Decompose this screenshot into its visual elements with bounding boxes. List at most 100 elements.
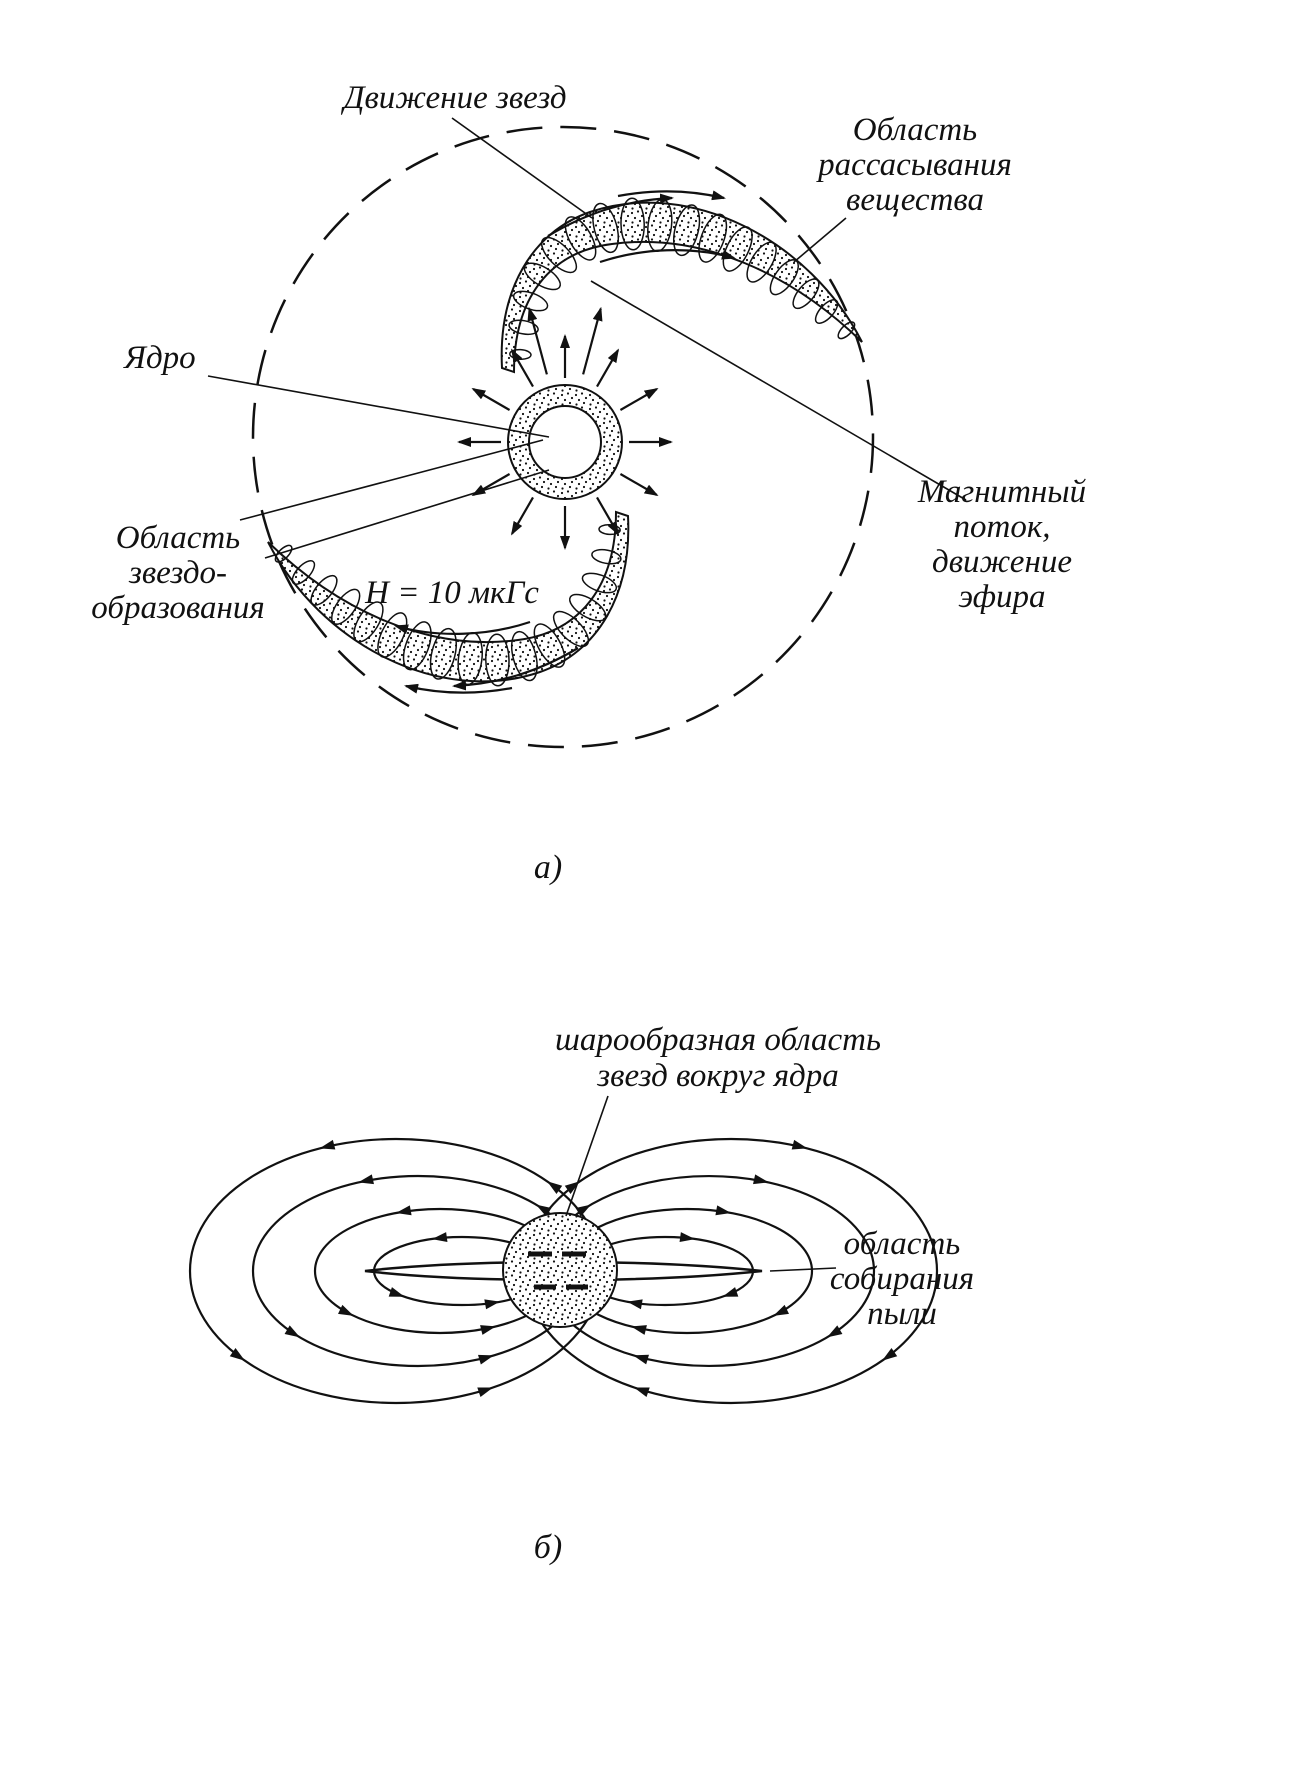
- helix-loop: [523, 262, 561, 291]
- spherical-region-label-line2: звезд вокруг ядра: [596, 1058, 839, 1094]
- fieldline-arrowhead: [338, 1304, 354, 1316]
- dissipation-label-line3: вещества: [846, 182, 984, 218]
- star-motion-arrow: [617, 190, 726, 201]
- star-motion-label: Движение звезд: [340, 80, 566, 116]
- magnetic-flux-label-line1: Магнитный: [917, 474, 1087, 510]
- field-loop-left: [188, 1137, 604, 1405]
- helix-loop: [564, 216, 597, 261]
- hidden-disk-dashes: [528, 1251, 588, 1290]
- core-radial-arrow: [582, 306, 603, 375]
- fieldline-arrowhead: [478, 1354, 494, 1365]
- fieldline-arrowhead: [791, 1139, 808, 1150]
- star-formation-pointer-line: [264, 469, 550, 559]
- field-loop-left: [313, 1207, 567, 1335]
- magnetic-flux-label-line3: движение: [932, 544, 1072, 580]
- galaxy-boundary-dashed-circle: [251, 125, 875, 749]
- helix-loop: [402, 621, 432, 671]
- helix-loop: [837, 321, 856, 340]
- helix-loop: [331, 588, 361, 625]
- star-formation-label-line2: звездо-: [128, 555, 227, 591]
- dust-region-label-line3: пыли: [867, 1296, 937, 1332]
- field-loop-right: [560, 1207, 814, 1335]
- helix-loop: [591, 548, 622, 565]
- star-formation-label-line3: образования: [91, 590, 264, 626]
- helix-loop: [620, 197, 645, 251]
- dust-region-label-line2: собирания: [830, 1261, 974, 1297]
- dust-region-pointer-line: [769, 1267, 837, 1272]
- fieldline-arrowhead: [826, 1325, 843, 1338]
- helix-loop: [291, 560, 316, 585]
- fieldline-arrowhead: [715, 1205, 732, 1216]
- figure-b: шарообразная область звезд вокруг ядра о…: [188, 1022, 974, 1566]
- fieldline-arrowhead: [753, 1174, 769, 1185]
- star-motion-arrow: [599, 249, 736, 264]
- dissipation-label-line2: рассасывания: [816, 147, 1012, 183]
- figure-a: Движение звезд Область рассасывания веще…: [91, 80, 1086, 886]
- core-radial-arrow: [596, 496, 619, 536]
- core-radial-arrow: [619, 473, 659, 496]
- figure-b-caption: б): [534, 1529, 562, 1566]
- core-radial-arrow: [511, 496, 534, 536]
- helix-loop: [429, 627, 457, 680]
- figure-a-caption: а): [534, 849, 562, 886]
- star-motion-pointer-line: [451, 117, 593, 219]
- star-formation-label-line1: Область: [116, 520, 240, 556]
- star-motion-arrow: [452, 647, 579, 691]
- fieldline-arrowhead: [633, 1387, 650, 1398]
- star-motion-arrow: [404, 683, 513, 694]
- core-radial-arrow: [619, 388, 659, 411]
- helix-loop: [508, 319, 539, 336]
- fieldline-arrowhead: [484, 1299, 500, 1310]
- helix-loop: [569, 593, 607, 622]
- star-formation-pointer-line: [239, 439, 544, 521]
- helix-loop: [592, 202, 620, 254]
- fieldline-arrowhead: [319, 1139, 336, 1150]
- magnetic-flux-label-line4: эфира: [958, 579, 1045, 615]
- core-pointer-line: [207, 375, 550, 438]
- helix-loop: [485, 633, 510, 687]
- fieldline-arrowhead: [882, 1348, 898, 1361]
- spherical-star-region: [502, 1212, 618, 1328]
- magnetic-flux-label-line2: поток,: [953, 509, 1050, 545]
- helix-loop: [814, 299, 839, 324]
- core-label: Ядро: [122, 340, 195, 376]
- core-radial-arrow: [511, 348, 534, 388]
- lower-spiral-arm: [267, 510, 630, 683]
- helix-loop: [377, 612, 408, 658]
- star-motion-arrow: [394, 620, 531, 635]
- helix-loop: [540, 236, 578, 274]
- fieldline-arrowhead: [547, 1181, 563, 1194]
- core-radial-arrows: [457, 306, 673, 550]
- spherical-region-label-line1: шарообразная область: [555, 1022, 881, 1058]
- helix-coil-lower-arm: [274, 524, 622, 687]
- field-strength-label: Н = 10 мкГс: [364, 575, 539, 611]
- fieldline-arrowhead: [631, 1325, 647, 1335]
- spherical-region-pointer-line: [565, 1095, 609, 1217]
- fieldline-arrowhead: [284, 1325, 301, 1338]
- fieldline-arrowhead: [633, 1354, 649, 1365]
- helix-loop: [672, 204, 701, 257]
- magnetic-flux-pointer-line: [590, 280, 967, 501]
- helix-loop: [310, 574, 338, 606]
- fieldline-arrowhead: [395, 1205, 412, 1216]
- helix-loop: [510, 630, 538, 682]
- fieldline-arrowhead: [477, 1387, 494, 1398]
- helix-loop: [353, 601, 384, 643]
- core-radial-arrow: [471, 388, 511, 411]
- dissipation-label-line1: Область: [853, 112, 977, 148]
- arm-direction-arrows: [394, 190, 736, 694]
- upper-spiral-arm: [500, 201, 863, 374]
- figure-a-pointer-lines: [207, 117, 967, 559]
- field-loop-left: [251, 1174, 585, 1368]
- helix-loop: [792, 278, 820, 310]
- fieldline-arrowhead: [358, 1174, 374, 1185]
- helix-loop: [533, 623, 566, 668]
- figure-b-pointer-lines: [565, 1095, 837, 1272]
- fieldline-arrowhead: [229, 1348, 245, 1361]
- helix-loop: [274, 544, 293, 563]
- helix-loop: [698, 213, 728, 263]
- field-loop-right: [523, 1137, 939, 1405]
- helix-loop: [722, 226, 753, 272]
- fieldline-arrowhead: [388, 1287, 405, 1297]
